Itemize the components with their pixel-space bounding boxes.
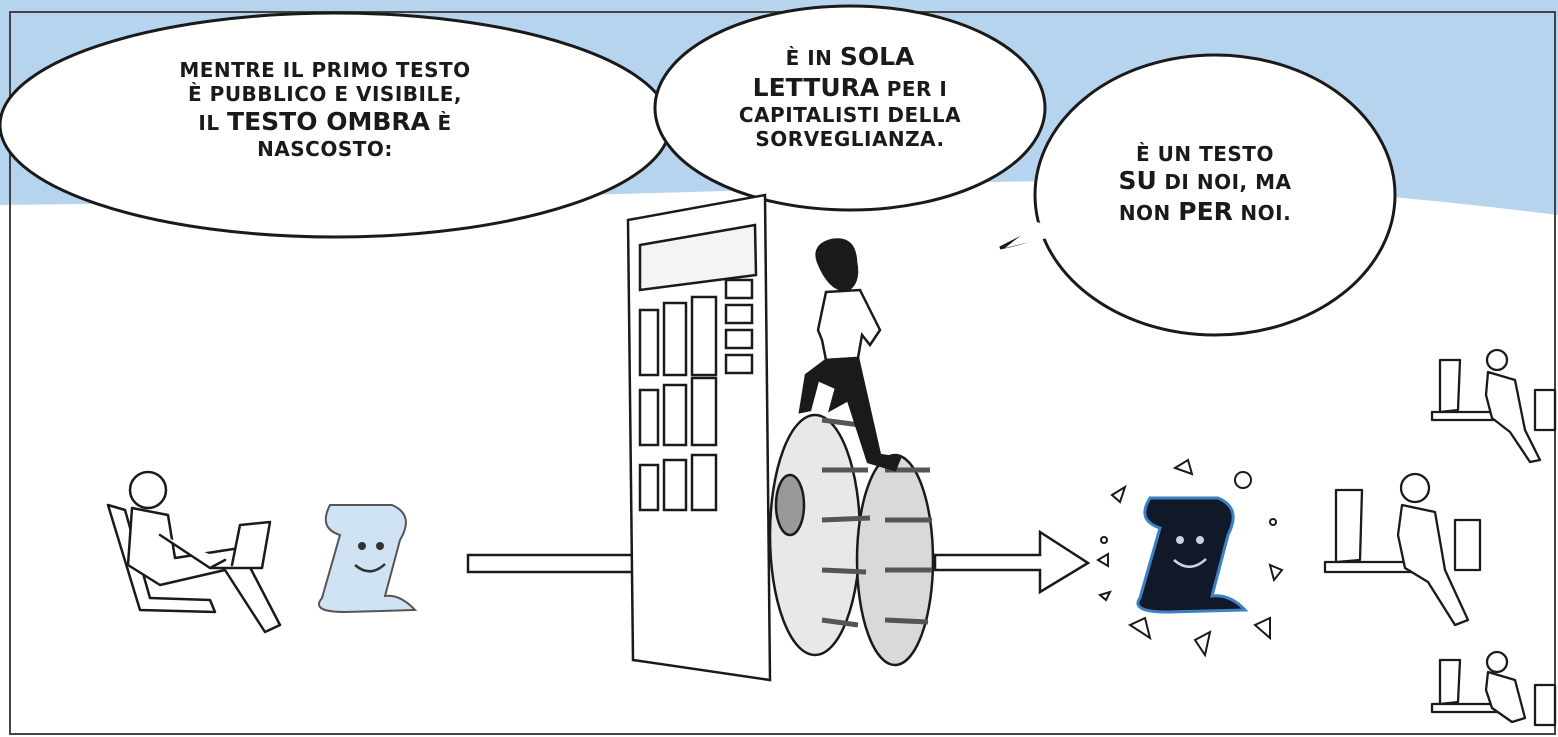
bubble-line: il testo ombra è [120,107,530,138]
bubble-text-segment: Mentre il primo testo [179,58,471,82]
gears-icon [768,413,935,667]
bubble-text-segment: noi. [1232,200,1292,225]
bubble-line: è pubblico e visibile, [120,82,530,106]
emphasized-text: testo ombra [227,106,430,136]
speech-bubble-3-text: è un testosu di noi, manon per noi. [1080,142,1330,227]
emphasized-text: lettura [752,72,880,102]
person-with-laptop-icon [106,470,282,634]
bubble-text-segment: non [1118,200,1179,225]
speech-bubble-2-text: è in solalettura per icapitalisti dellas… [690,42,1010,152]
bubble-line: lettura per i [690,73,1010,104]
bubble-text-segment: nascosto: [257,137,393,162]
woman-figure-icon [798,238,902,472]
speech-bubble-3 [999,53,1397,337]
dark-smiling-scroll-icon [1096,458,1284,658]
bubble-text-segment: il [198,110,228,135]
bubble-line: Mentre il primo testo [120,58,530,82]
bubble-text-segment: sorveglianza. [755,127,945,152]
server-door-icon [626,193,772,682]
emphasized-text: per [1178,196,1233,226]
bubble-line: capitalisti della [690,103,1010,127]
arrow-icon [933,529,1091,595]
bubble-text-segment: è un testo [1136,142,1274,166]
bubble-text-segment: è in [785,46,840,70]
bubble-line: nascosto: [120,137,530,161]
emphasized-text: sola [839,42,915,71]
bubble-text-segment: per i [879,76,948,101]
smiling-scroll-icon [317,504,418,614]
bubble-text-segment: capitalisti della [738,103,962,127]
bubble-line: è in sola [690,42,1010,73]
emphasized-text: su [1118,166,1157,196]
workers-at-desks-icon [1323,348,1557,727]
bubble-line: sorveglianza. [690,127,1010,151]
bubble-text-segment: è [429,110,452,135]
bubble-line: è un testo [1080,142,1330,166]
speech-bubble-2 [653,4,1047,212]
bubble-text-segment: è pubblico e visibile, [188,82,462,107]
speech-bubble-1-text: Mentre il primo testoè pubblico e visibi… [120,58,530,162]
bubble-text-segment: di noi, ma [1156,170,1292,195]
bubble-line: su di noi, ma [1080,166,1330,197]
bubble-line: non per noi. [1080,197,1330,228]
